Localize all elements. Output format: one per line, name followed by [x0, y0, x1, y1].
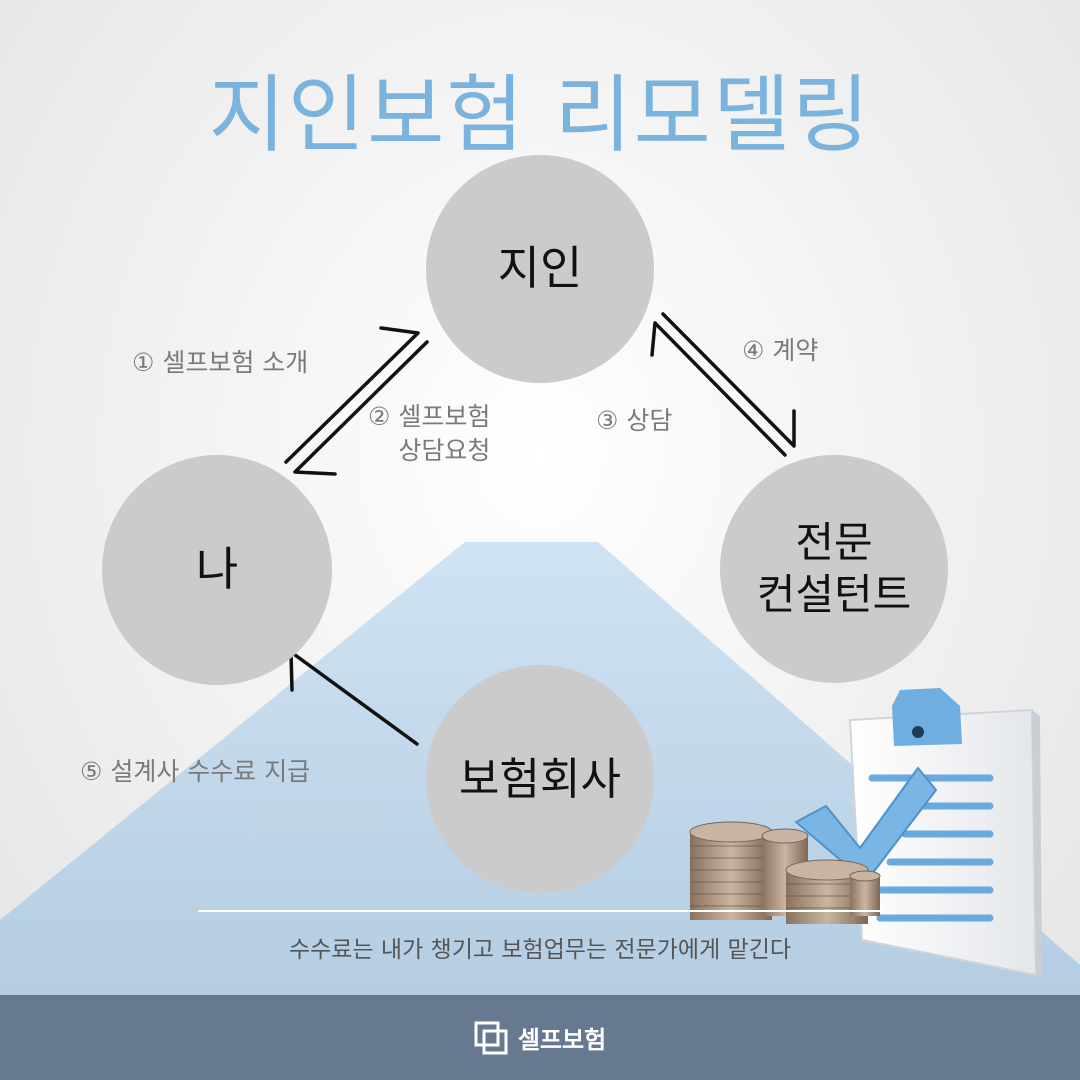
step-1-label: ① 셀프보험 소개	[132, 348, 309, 377]
tagline: 수수료는 내가 챙기고 보험업무는 전문가에게 맡긴다	[288, 937, 792, 963]
brand-logo-icon	[474, 1021, 508, 1054]
node-consultant-label-2: 컨설턴트	[756, 570, 912, 619]
node-consultant-label-1: 전문	[795, 517, 873, 567]
step-3-label: ③ 상담	[596, 406, 673, 435]
arrow-step-1	[284, 326, 420, 464]
arrow-step-4	[650, 321, 787, 457]
divider-line	[198, 910, 883, 912]
footer-bar: 셀프보험	[0, 995, 1080, 1080]
step-2-label: ② 셀프보험 상담요청	[368, 400, 490, 468]
node-me: 나	[102, 455, 332, 685]
step-2-line-2: 상담요청	[398, 435, 491, 465]
step-4-label: ④ 계약	[742, 336, 819, 365]
arrow-step-3	[661, 312, 796, 448]
node-insurer: 보험회사	[426, 665, 654, 893]
arrow-step-2	[293, 340, 429, 476]
step-2-line-1: ② 셀프보험	[368, 402, 491, 431]
brand-name: 셀프보험	[517, 1026, 607, 1054]
page-title: 지인보험 리모델링	[208, 66, 872, 164]
node-insurer-label: 보험회사	[459, 753, 621, 805]
node-consultant: 전문 컨설턴트	[720, 455, 948, 683]
node-me-label: 나	[195, 542, 239, 597]
step-5-label: ⑤ 설계사 수수료 지급	[80, 757, 311, 786]
node-acquaintance-label: 지인	[497, 241, 583, 296]
node-acquaintance: 지인	[426, 155, 654, 383]
